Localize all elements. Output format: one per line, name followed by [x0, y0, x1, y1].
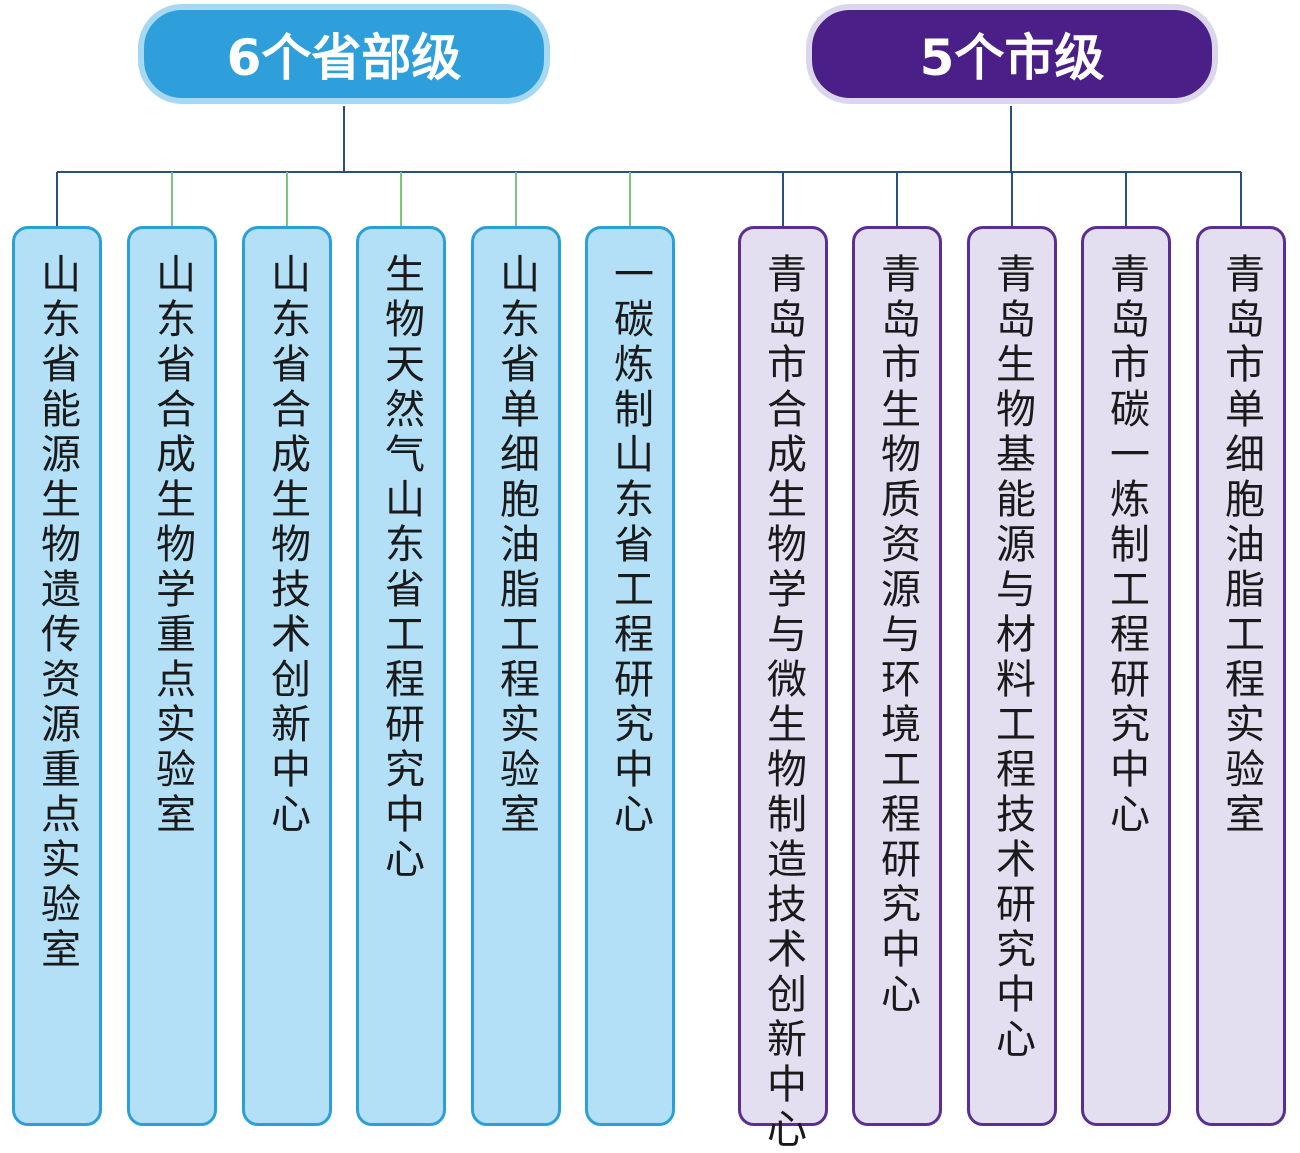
municipal-item-4: 青岛市碳一炼制工程研究中心 — [1081, 226, 1171, 1126]
provincial-item-4: 生物天然气山东省工程研究中心 — [356, 226, 446, 1126]
municipal-item-label: 青岛市合成生物学与微生物制造技术创新中心 — [760, 253, 806, 1153]
provincial-item-label: 山东省合成生物技术创新中心 — [264, 253, 310, 838]
municipal-item-2: 青岛市生物质资源与环境工程研究中心 — [852, 226, 942, 1126]
municipal-header-label: 5个市级 — [919, 29, 1105, 87]
municipal-item-3: 青岛生物基能源与材料工程技术研究中心 — [967, 226, 1057, 1126]
municipal-item-label: 青岛市单细胞油脂工程实验室 — [1218, 253, 1264, 838]
provincial-item-5: 山东省单细胞油脂工程实验室 — [471, 226, 561, 1126]
provincial-header-label: 6个省部级 — [226, 29, 462, 87]
provincial-item-6: 一碳炼制山东省工程研究中心 — [585, 226, 675, 1126]
municipal-item-label: 青岛市生物质资源与环境工程研究中心 — [874, 253, 920, 1018]
municipal-item-label: 青岛生物基能源与材料工程技术研究中心 — [989, 253, 1035, 1063]
provincial-item-label: 山东省合成生物学重点实验室 — [149, 253, 195, 838]
provincial-item-label: 山东省能源生物遗传资源重点实验室 — [34, 253, 80, 973]
provincial-item-label: 一碳炼制山东省工程研究中心 — [607, 253, 653, 838]
municipal-item-5: 青岛市单细胞油脂工程实验室 — [1196, 226, 1286, 1126]
provincial-item-label: 山东省单细胞油脂工程实验室 — [493, 253, 539, 838]
municipal-header: 5个市级 — [806, 4, 1218, 104]
municipal-item-1: 青岛市合成生物学与微生物制造技术创新中心 — [738, 226, 828, 1153]
provincial-item-label: 生物天然气山东省工程研究中心 — [378, 253, 424, 883]
provincial-item-2: 山东省合成生物学重点实验室 — [127, 226, 217, 1126]
provincial-item-3: 山东省合成生物技术创新中心 — [242, 226, 332, 1126]
provincial-item-1: 山东省能源生物遗传资源重点实验室 — [12, 226, 102, 1126]
provincial-header: 6个省部级 — [138, 4, 550, 104]
municipal-item-label: 青岛市碳一炼制工程研究中心 — [1103, 253, 1149, 838]
